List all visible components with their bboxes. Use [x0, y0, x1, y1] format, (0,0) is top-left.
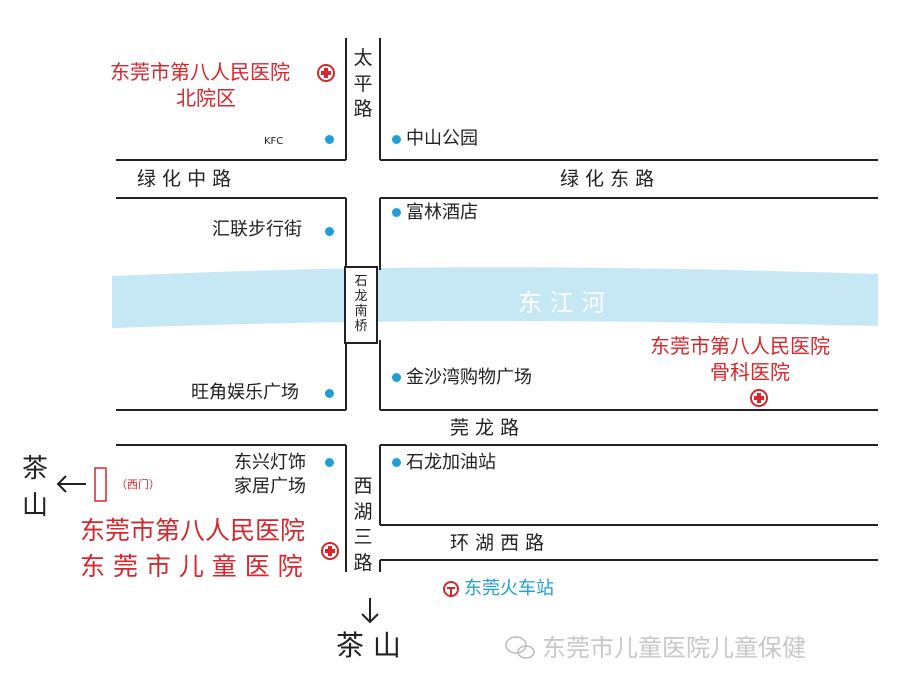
ortho-hospital-subname: 骨科医院	[710, 360, 790, 384]
location-dot-icon	[325, 389, 334, 398]
zhongshan-park-label: 中山公园	[406, 128, 478, 149]
chashan-left-top: 茶	[22, 454, 49, 484]
bridge-label: 石龙南桥	[354, 274, 368, 334]
dongxing-label-line2: 家居广场	[234, 476, 306, 497]
shilong-south-bridge: 石龙南桥	[344, 266, 378, 344]
river-label: 东 江 河	[518, 289, 606, 317]
road-label-lvhua-dong: 绿 化 东 路	[560, 168, 655, 190]
arrow-down-icon	[361, 598, 379, 624]
location-dot-icon	[325, 227, 334, 236]
chashan-left-bottom: 山	[22, 491, 49, 521]
kfc-label: KFC	[264, 136, 284, 147]
jinsha-bay-label: 金沙湾购物广场	[406, 367, 532, 388]
west-gate-label: （西门）	[116, 478, 160, 491]
chashan-bottom-label: 茶 山	[336, 629, 401, 662]
children-hospital-name: 东 莞 市 儿 童 医 院	[80, 552, 303, 581]
fulin-hotel-label: 富林酒店	[406, 202, 478, 223]
train-station-label: 东莞火车站	[464, 578, 554, 599]
wechat-icon	[505, 636, 535, 659]
dongxing-label-line1: 东兴灯饰	[234, 452, 306, 473]
hospital-cross-icon	[317, 64, 335, 82]
dongjiang-river	[112, 267, 878, 328]
hospital-north-subname: 北院区	[176, 86, 236, 110]
location-dot-icon	[392, 135, 401, 144]
road-label-taiping: 太平路	[353, 47, 373, 121]
railway-station-icon	[443, 581, 459, 597]
hospital-cross-icon	[321, 542, 339, 560]
location-dot-icon	[325, 135, 334, 144]
main-hospital-name: 东莞市第八人民医院	[80, 516, 306, 545]
huilian-street-label: 汇联步行街	[212, 219, 302, 240]
road-label-guanlong: 莞 龙 路	[450, 417, 520, 439]
road-label-lvhua-zhong: 绿 化 中 路	[137, 168, 232, 190]
watermark-text: 东莞市儿童医院儿童保健	[542, 634, 806, 662]
location-dot-icon	[392, 208, 401, 217]
road-label-xihu-san: 西湖三路	[353, 475, 373, 574]
location-dot-icon	[325, 458, 334, 467]
shilong-gas-label: 石龙加油站	[406, 452, 496, 473]
wangjiao-label: 旺角娱乐广场	[191, 382, 299, 403]
road-label-huanhu-xi: 环 湖 西 路	[450, 532, 545, 554]
hospital-cross-icon	[750, 389, 768, 407]
location-dot-icon	[392, 458, 401, 467]
ortho-hospital-name: 东莞市第八人民医院	[650, 334, 830, 358]
location-dot-icon	[392, 373, 401, 382]
hospital-north-name: 东莞市第八人民医院	[110, 60, 290, 84]
west-gate-marker	[94, 467, 107, 502]
arrow-left-icon	[56, 475, 86, 493]
